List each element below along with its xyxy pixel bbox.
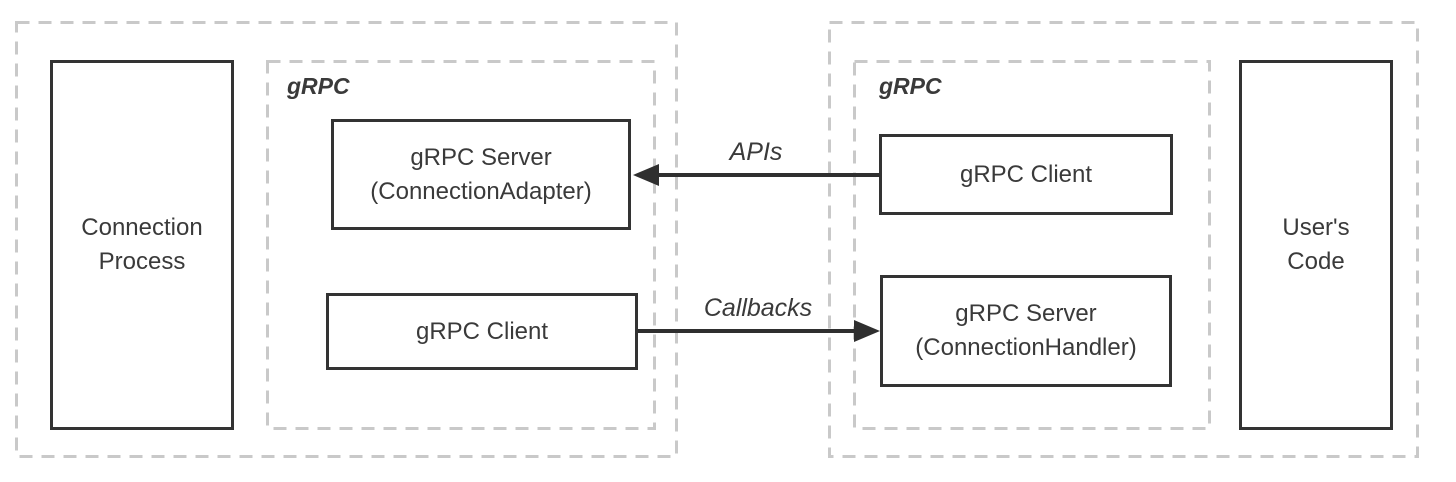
apis-arrow-line [657,173,880,177]
apis-arrowhead-icon [633,164,659,186]
left-group-outline [15,21,678,458]
right-group-outline [828,21,1419,458]
callbacks-arrow-label: Callbacks [703,294,813,322]
right-grpc-group-label: gRPC [879,73,942,99]
right-grpc-outline [853,60,1211,430]
callbacks-arrowhead-icon [854,320,880,342]
callbacks-arrow-line [638,329,860,333]
right-grpc-client-box: gRPC Client [879,134,1173,215]
left-grpc-client-box: gRPC Client [326,293,638,370]
connection-process-box: Connection Process [50,60,234,430]
apis-arrow-label: APIs [729,138,783,166]
left-grpc-outline [266,60,656,430]
left-grpc-group-label: gRPC [287,73,350,99]
grpc-server-connection-adapter-box: gRPC Server (ConnectionAdapter) [331,119,631,230]
grpc-server-connection-handler-box: gRPC Server (ConnectionHandler) [880,275,1172,387]
users-code-box: User's Code [1239,60,1393,430]
